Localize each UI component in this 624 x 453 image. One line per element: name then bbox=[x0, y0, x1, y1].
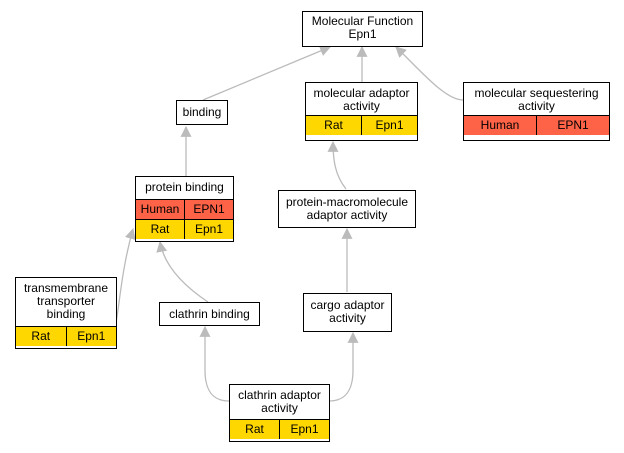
gene-label: Epn1 bbox=[361, 116, 417, 135]
edge-clathrin-adaptor-to-clathrin-binding bbox=[199, 325, 230, 402]
edge-binding-to-molecular-function bbox=[202, 45, 332, 101]
annotation-row-rat: Rat Epn1 bbox=[136, 219, 233, 239]
node-title: clathrin binding bbox=[169, 307, 250, 321]
node-cargo-adaptor-activity[interactable]: cargo adaptor activity bbox=[303, 293, 392, 332]
node-title: protein-macromolecule adaptor activity bbox=[285, 195, 409, 222]
annotation-row-rat: Rat Epn1 bbox=[16, 326, 116, 346]
node-title: binding bbox=[182, 105, 222, 119]
node-protein-macromolecule-adaptor-activity[interactable]: protein-macromolecule adaptor activity bbox=[278, 190, 416, 228]
node-molecular-function[interactable]: Molecular Function Epn1 bbox=[302, 11, 423, 47]
edge-clathrin-adaptor-to-cargo bbox=[328, 331, 359, 402]
annotation-row-rat: Rat Epn1 bbox=[306, 115, 417, 135]
node-title: transmembrane transporter binding bbox=[23, 281, 109, 321]
node-transmembrane-transporter-binding[interactable]: transmembrane transporter binding Rat Ep… bbox=[15, 277, 117, 349]
node-clathrin-adaptor-activity[interactable]: clathrin adaptor activity Rat Epn1 bbox=[229, 384, 330, 442]
gene-label: EPN1 bbox=[184, 200, 233, 219]
node-title: molecular adaptor activity bbox=[313, 86, 410, 113]
species-label: Rat bbox=[31, 329, 51, 343]
gene-label: Epn1 bbox=[65, 327, 117, 346]
species-label: Rat bbox=[150, 222, 170, 236]
species-label: Rat bbox=[245, 422, 264, 436]
node-title: molecular sequestering activity bbox=[474, 86, 599, 113]
annotation-row-human: Human EPN1 bbox=[464, 115, 609, 135]
edge-clathrin-binding-to-protein-binding bbox=[156, 240, 209, 303]
node-protein-binding[interactable]: protein binding Human EPN1 Rat Epn1 bbox=[135, 176, 234, 242]
edge-sequestering-to-molecular-function bbox=[395, 46, 464, 101]
gene-label: Epn1 bbox=[279, 420, 329, 439]
gene-label: EPN1 bbox=[536, 116, 609, 135]
edge-protein-macromolecule-to-molecular-adaptor bbox=[327, 140, 347, 190]
edge-transmembrane-to-protein-binding bbox=[115, 227, 136, 324]
node-molecular-adaptor-activity[interactable]: molecular adaptor activity Rat Epn1 bbox=[305, 82, 418, 141]
node-clathrin-binding[interactable]: clathrin binding bbox=[159, 302, 260, 326]
annotation-row-human: Human EPN1 bbox=[136, 199, 233, 219]
node-title: Molecular Function Epn1 bbox=[311, 14, 414, 41]
gene-label: Epn1 bbox=[184, 220, 233, 239]
species-label: Rat bbox=[324, 118, 343, 132]
node-molecular-sequestering-activity[interactable]: molecular sequestering activity Human EP… bbox=[463, 82, 610, 141]
species-label: Human bbox=[140, 202, 180, 216]
node-title: protein binding bbox=[145, 180, 224, 194]
node-binding[interactable]: binding bbox=[176, 100, 228, 125]
species-label: Human bbox=[480, 118, 520, 132]
annotation-row-rat: Rat Epn1 bbox=[230, 419, 329, 439]
node-title: clathrin adaptor activity bbox=[238, 388, 321, 415]
node-title: cargo adaptor activity bbox=[310, 298, 385, 325]
